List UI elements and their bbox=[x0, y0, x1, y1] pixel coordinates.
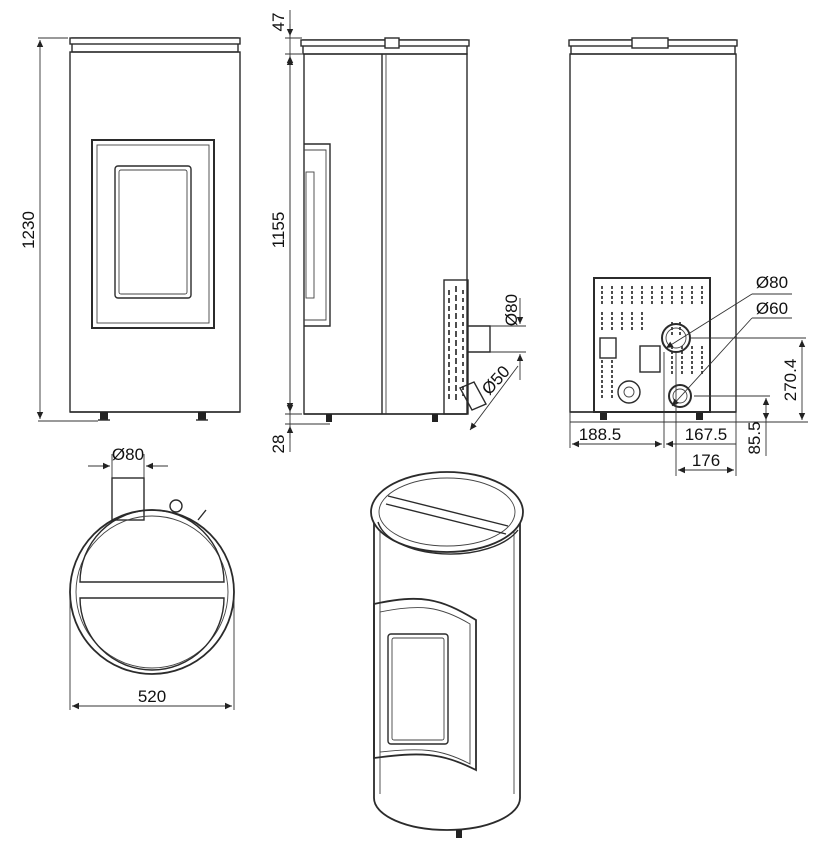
side-view: Ø80 Ø50 47 1155 28 bbox=[269, 10, 526, 453]
top-view: Ø80 520 bbox=[69, 445, 235, 710]
back-offset-right-label: 167.5 bbox=[685, 425, 728, 444]
side-body-height-label: 1155 bbox=[269, 212, 288, 249]
back-air-offset-label: 176 bbox=[692, 451, 720, 470]
side-flue-diameter-label: Ø80 bbox=[502, 294, 521, 326]
back-flue-diameter-label: Ø80 bbox=[756, 273, 788, 292]
back-air-diameter-label: Ø60 bbox=[756, 299, 788, 318]
side-air-diameter-label: Ø50 bbox=[478, 362, 514, 399]
back-flue-height-label: 270.4 bbox=[781, 359, 800, 402]
front-height-label: 1230 bbox=[19, 211, 38, 249]
back-air-height-label: 85.5 bbox=[745, 421, 764, 454]
top-width-label: 520 bbox=[138, 687, 166, 706]
back-offset-left-label: 188.5 bbox=[579, 425, 622, 444]
side-grille bbox=[448, 286, 464, 400]
front-view: 1230 bbox=[19, 37, 241, 422]
back-grille bbox=[601, 286, 703, 398]
side-foot-height-label: 28 bbox=[269, 435, 288, 454]
back-view: Ø80 Ø60 270.4 85.5 188.5 167.5 176 bbox=[568, 37, 808, 476]
top-flue-diameter-label: Ø80 bbox=[112, 445, 144, 464]
side-top-height-label: 47 bbox=[269, 13, 288, 32]
perspective-view bbox=[370, 471, 524, 838]
